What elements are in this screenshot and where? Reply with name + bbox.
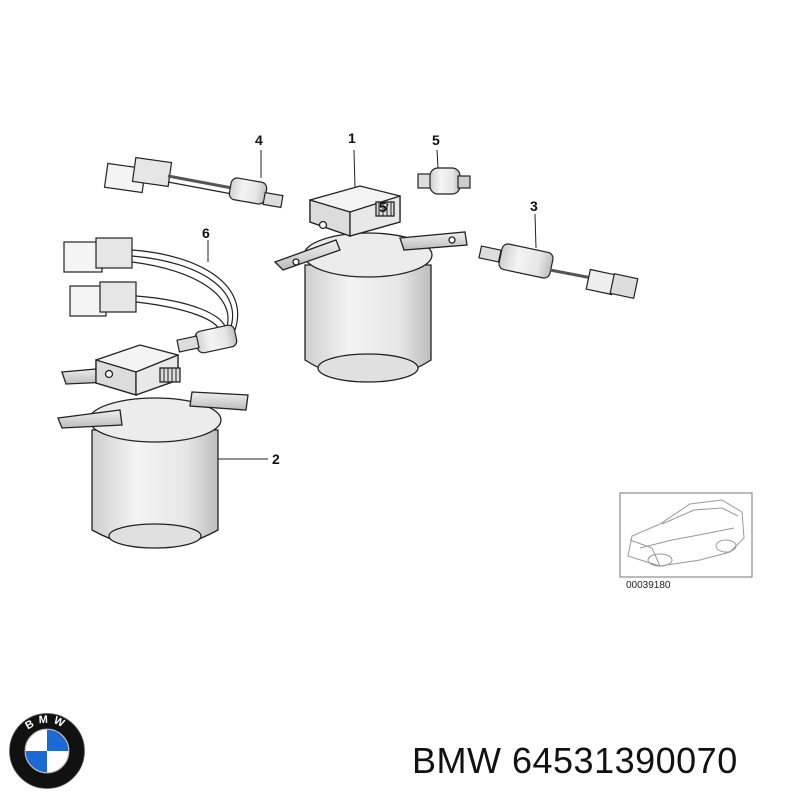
callout-5-fitting: 5: [379, 199, 387, 215]
callout-6: 6: [202, 225, 210, 241]
callout-3: 3: [530, 198, 538, 214]
callout-1: 1: [348, 130, 356, 146]
leader-lines: [207, 149, 537, 460]
vehicle-thumbnail: [619, 492, 753, 578]
bmw-logo: BMW: [9, 713, 85, 789]
wiring-harness-6: [63, 237, 239, 354]
pressure-switch-4: [103, 156, 284, 209]
pressure-switch-3: [478, 243, 639, 299]
receiver-dryer-1: [273, 185, 468, 383]
callout-5-top: 5: [432, 132, 440, 148]
callout-4: 4: [255, 132, 263, 148]
fitting-2: [159, 367, 181, 383]
callout-2: 2: [272, 451, 280, 467]
pressure-sensor-5: [417, 167, 471, 195]
part-caption: BMW 64531390070: [412, 740, 738, 781]
diagram-code: 00039180: [626, 580, 671, 591]
fitting-1: [375, 201, 395, 217]
receiver-dryer-2: [57, 344, 249, 549]
